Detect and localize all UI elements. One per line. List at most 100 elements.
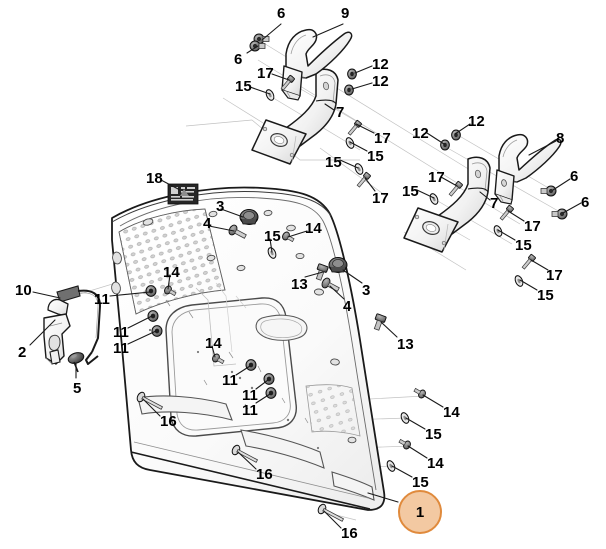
highlighted-callout-part-1[interactable]: 1 — [398, 490, 442, 534]
leader-line — [342, 269, 363, 284]
callout-number-14[interactable]: 14 — [205, 335, 222, 352]
leader-line — [497, 229, 516, 241]
leader-line — [364, 177, 376, 192]
leader-line — [416, 189, 435, 199]
callout-number-3[interactable]: 3 — [362, 282, 371, 299]
leader-line — [519, 279, 538, 291]
callout-number-10[interactable]: 10 — [15, 282, 32, 299]
leader-line — [324, 103, 335, 111]
callout-number-15[interactable]: 15 — [264, 228, 281, 245]
leader-line — [29, 319, 56, 346]
callout-number-13[interactable]: 13 — [397, 336, 414, 353]
leader-line — [354, 65, 373, 74]
callout-number-7[interactable]: 7 — [336, 104, 345, 121]
leader-line — [562, 202, 582, 214]
leader-line — [211, 345, 216, 358]
callout-number-6[interactable]: 6 — [277, 5, 286, 22]
callout-number-15[interactable]: 15 — [235, 78, 252, 95]
washer-part-15 — [265, 89, 524, 472]
leader-line — [255, 379, 269, 390]
leader-line — [355, 123, 375, 134]
callout-number-16[interactable]: 16 — [256, 466, 273, 483]
leader-line — [422, 394, 444, 408]
callout-number-9[interactable]: 9 — [341, 5, 350, 22]
callout-number-14[interactable]: 14 — [305, 220, 322, 237]
leader-line — [339, 159, 359, 169]
callout-number-6[interactable]: 6 — [234, 51, 243, 68]
leader-line — [405, 417, 426, 430]
callout-number-11[interactable]: 11 — [222, 372, 238, 389]
leader-line — [160, 179, 181, 191]
callout-number-17[interactable]: 17 — [257, 65, 274, 82]
callout-number-17[interactable]: 17 — [546, 267, 563, 284]
flange-nut-part-6 — [249, 33, 568, 220]
callout-number-3[interactable]: 3 — [216, 198, 225, 215]
callout-number-8[interactable]: 8 — [556, 130, 565, 147]
leader-line — [237, 451, 257, 470]
leader-line — [349, 141, 368, 152]
callout-number-17[interactable]: 17 — [374, 130, 391, 147]
callout-number-15[interactable]: 15 — [515, 237, 532, 254]
leader-line — [312, 23, 344, 38]
callout-number-12[interactable]: 12 — [468, 113, 485, 130]
leader-line — [380, 321, 398, 338]
callout-number-11[interactable]: 11 — [242, 387, 258, 404]
callout-number-15[interactable]: 15 — [402, 183, 419, 200]
leader-line — [528, 140, 557, 156]
callout-number-11[interactable]: 11 — [94, 291, 110, 308]
callout-number-16[interactable]: 16 — [160, 413, 177, 430]
callout-number-11[interactable]: 11 — [113, 340, 129, 357]
callout-number-4[interactable]: 4 — [203, 215, 212, 232]
callout-number-11[interactable]: 11 — [242, 402, 258, 419]
bushing-part-12 — [344, 68, 461, 151]
leader-line — [329, 285, 345, 300]
callout-number-7[interactable]: 7 — [490, 195, 499, 212]
latch-hook-part-8 — [494, 133, 562, 205]
callout-number-16[interactable]: 16 — [341, 525, 358, 542]
callout-number-12[interactable]: 12 — [372, 56, 389, 73]
callout-number-14[interactable]: 14 — [443, 404, 460, 421]
callout-number-15[interactable]: 15 — [425, 426, 442, 443]
leader-line — [127, 315, 153, 329]
leader-line — [479, 191, 491, 201]
leader-line — [407, 445, 428, 459]
callout-number-17[interactable]: 17 — [524, 218, 541, 235]
leader-line — [304, 271, 324, 278]
leader-line — [552, 178, 571, 191]
callout-number-6[interactable]: 6 — [570, 168, 579, 185]
leader-line — [440, 176, 458, 187]
leader-line — [454, 123, 471, 135]
screw-part-4 — [228, 224, 340, 292]
leader-line — [235, 365, 251, 376]
callout-number-2[interactable]: 2 — [18, 344, 27, 361]
callout-number-14[interactable]: 14 — [163, 264, 180, 281]
rod-part-10 — [56, 285, 102, 365]
leader-line — [391, 465, 413, 478]
bracket-assembly-right-part-7 — [403, 156, 491, 253]
callout-number-4[interactable]: 4 — [343, 298, 352, 315]
callout-number-15[interactable]: 15 — [412, 474, 429, 491]
callout-number-11[interactable]: 11 — [113, 324, 129, 341]
bracket-assembly-top-part-7 — [251, 68, 339, 165]
callout-number-12[interactable]: 12 — [412, 125, 429, 142]
callout-number-15[interactable]: 15 — [537, 287, 554, 304]
leader-line — [323, 510, 342, 529]
callout-number-13[interactable]: 13 — [291, 276, 308, 293]
leader-line — [32, 291, 61, 299]
callout-number-17[interactable]: 17 — [372, 190, 389, 207]
callout-number-12[interactable]: 12 — [372, 73, 389, 90]
callout-number-14[interactable]: 14 — [427, 455, 444, 472]
leader-line — [208, 225, 235, 232]
callout-number-17[interactable]: 17 — [428, 169, 445, 186]
callout-number-5[interactable]: 5 — [73, 380, 82, 397]
leader-line — [246, 45, 259, 54]
callout-number-15[interactable]: 15 — [367, 148, 384, 165]
callout-number-6[interactable]: 6 — [581, 194, 590, 211]
callout-number-18[interactable]: 18 — [146, 170, 163, 187]
leader-line — [287, 230, 308, 238]
leader-line — [249, 86, 271, 95]
callout-number-15[interactable]: 15 — [325, 154, 342, 171]
leader-line — [127, 330, 157, 345]
